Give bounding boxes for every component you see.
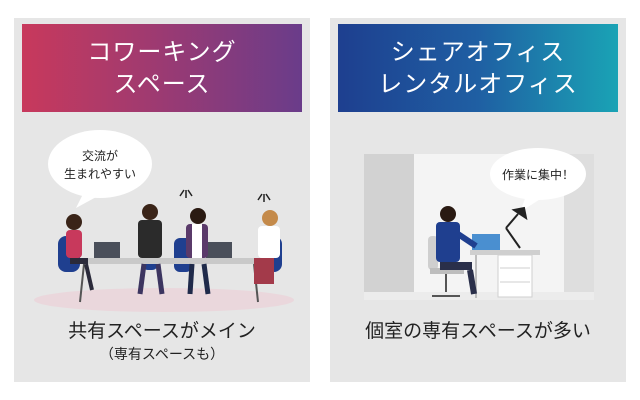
shared-office-caption: 個室の専有スペースが多い xyxy=(365,320,591,342)
bubble-text: 作業に集中！ xyxy=(502,167,574,182)
office-chair xyxy=(428,236,464,297)
chairs xyxy=(58,236,282,272)
shared-office-header: シェアオフィス レンタルオフィス xyxy=(338,24,618,112)
coworking-header: コワーキング スペース xyxy=(22,24,302,112)
coworking-caption: 共有スペースがメイン xyxy=(68,320,256,342)
laptop-icon xyxy=(472,234,500,250)
coworking-title-line1: コワーキング xyxy=(87,38,237,66)
desk-lamp-icon xyxy=(505,206,528,249)
person-working xyxy=(436,206,478,295)
coworking-title-line2: スペース xyxy=(113,70,211,98)
shared-office-panel: シェアオフィス レンタルオフィス 作業に集中！ xyxy=(330,18,626,382)
coworking-subcaption: （専有スペースも） xyxy=(99,347,225,363)
person-man-white xyxy=(186,208,211,295)
laptops xyxy=(94,242,232,258)
speech-bubble: 交流が 生まれやすい xyxy=(48,130,152,208)
private-office-illustration: 作業に集中！ xyxy=(364,148,594,300)
shared-office-title-line2: レンタルオフィス xyxy=(378,70,578,98)
floor-shadow xyxy=(34,288,294,312)
person-woman-left xyxy=(66,214,94,291)
stress-icon xyxy=(179,189,271,202)
desk xyxy=(470,250,540,298)
person-man-black xyxy=(137,204,165,295)
shared-office-title-line1: シェアオフィス xyxy=(390,38,566,66)
coworking-panel: コワーキング スペース 交流が 生まれやすい xyxy=(14,18,310,382)
bubble-line2: 生まれやすい xyxy=(64,167,136,181)
bubble-line1: 交流が xyxy=(82,148,118,163)
speech-bubble: 作業に集中！ xyxy=(490,148,586,212)
person-woman-right xyxy=(254,210,280,284)
coworking-illustration: 交流が 生まれやすい xyxy=(34,130,294,312)
